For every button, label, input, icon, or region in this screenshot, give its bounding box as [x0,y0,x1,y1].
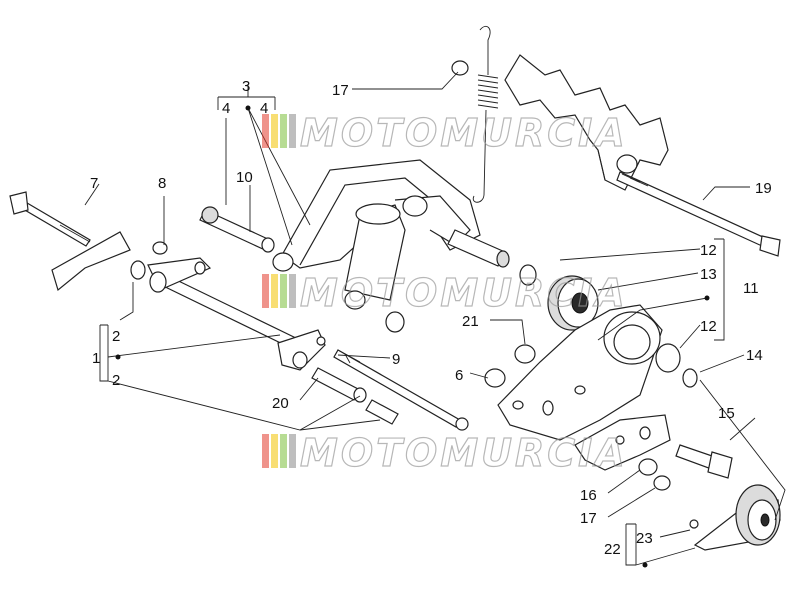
callout-23: 23 [636,530,653,547]
callout-4-right: 4 [260,100,268,117]
nut-17-top [451,60,469,76]
callout-1: 1 [92,350,100,367]
callout-16: 16 [580,487,597,504]
group-dot-11 [704,295,710,301]
group-brackets [99,105,710,568]
bolt-9 [333,349,469,431]
wm-bar-gray [289,114,296,148]
nut-21 [514,344,536,364]
return-spring [472,26,499,203]
wm-bar-yellow [271,114,278,148]
wm-bar-green [280,274,287,308]
circlip-14 [682,368,698,388]
nut-17-lower [653,475,671,491]
bushing-2 [130,260,146,280]
wm-bar-gray [289,434,296,468]
spacer-20 [311,367,399,425]
wm-bar-yellow [271,274,278,308]
watermark-text: MOTOMURCIA [300,271,628,315]
callout-22: 22 [604,541,621,558]
callout-15: 15 [718,405,735,422]
callout-12-lower: 12 [700,318,717,335]
wm-bar-red [262,114,269,148]
frame-bracket [504,54,669,191]
watermark-1: MOTOMURCIA [262,110,628,156]
wm-bar-yellow [271,434,278,468]
callout-6: 6 [455,367,463,384]
wm-bar-gray [289,274,296,308]
callout-10: 10 [236,169,253,186]
callout-21: 21 [462,313,479,330]
callout-4-left: 4 [222,100,230,117]
watermark-3: MOTOMURCIA [262,430,628,476]
bolt-7 [9,191,131,292]
group-dot-1 [115,354,121,360]
watermark-2: MOTOMURCIA [262,270,628,316]
leader-lines [84,71,786,566]
callout-19: 19 [755,180,772,197]
wm-bar-red [262,274,269,308]
nut-8 [152,241,168,255]
callout-2-top: 2 [112,328,120,345]
callout-14: 14 [746,347,763,364]
callout-7: 7 [90,175,98,192]
callout-11: 11 [743,280,759,297]
parts-drawing [9,26,781,551]
wm-bar-green [280,434,287,468]
callout-17-lower: 17 [580,510,597,527]
callout-2-bottom: 2 [112,372,120,389]
wm-bar-red [262,434,269,468]
spacer-12-top [519,264,537,286]
washer-16 [638,458,658,476]
main-shaft-1 [147,257,326,371]
watermark-text: MOTOMURCIA [300,111,628,155]
callout-labels: 17 3 4 4 7 8 10 19 12 13 11 12 14 15 16 … [90,78,772,558]
bushing-12-lower [655,343,681,373]
callout-3: 3 [242,78,250,95]
swing-arm-plate-11 [497,304,671,471]
nut-6 [484,368,506,388]
bracket-22 [689,484,781,551]
callout-13: 13 [700,266,717,283]
watermark-text: MOTOMURCIA [300,431,628,475]
callout-12-top: 12 [700,242,717,259]
long-bolt-19 [616,171,781,257]
group-dot-3 [245,105,251,111]
bolt-15 [675,444,733,479]
bearing-13 [547,275,599,331]
group-dot-22 [642,562,648,568]
wm-bar-green [280,114,287,148]
swing-arm-cradle [272,159,510,333]
callout-9: 9 [392,351,400,368]
pin-10 [199,206,275,253]
callout-8: 8 [158,175,166,192]
callout-20: 20 [272,395,289,412]
callout-17-top: 17 [332,82,349,99]
